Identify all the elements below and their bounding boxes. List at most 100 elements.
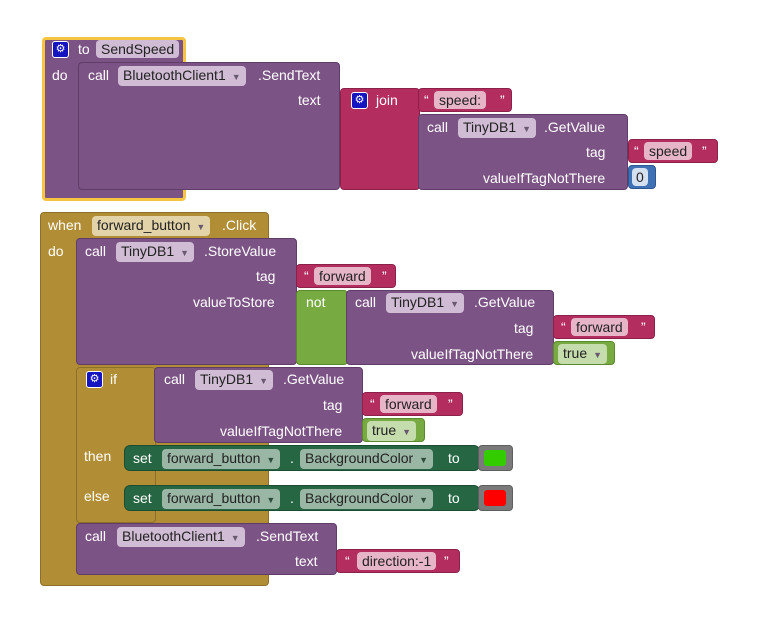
method-label: .SendText	[258, 67, 321, 83]
component-name: BluetoothClient1	[123, 67, 226, 83]
property-name: BackgroundColor	[305, 490, 414, 506]
call-label: call	[85, 243, 107, 259]
if-label: if	[110, 371, 117, 387]
text-field[interactable]: forward	[314, 267, 371, 285]
color-block-red[interactable]	[478, 485, 513, 511]
component-name: TinyDB1	[391, 294, 445, 310]
quote-open: “	[370, 396, 375, 412]
dropdown-arrow-icon: ▼	[450, 299, 460, 309]
text-field[interactable]: forward	[571, 318, 628, 336]
if-gear-icon[interactable]: ⚙	[86, 371, 103, 388]
dropdown-arrow-icon: ▼	[180, 248, 190, 258]
default-label: valueIfTagNotThere	[483, 170, 606, 186]
to-label: to	[448, 490, 460, 506]
value-label: valueToStore	[193, 294, 275, 310]
text-field[interactable]: speed:	[434, 91, 487, 109]
text-label: text	[295, 553, 318, 569]
dot-label: .	[290, 450, 294, 466]
join-gear-icon[interactable]: ⚙	[351, 92, 368, 109]
set-label: set	[133, 450, 152, 466]
component-dropdown[interactable]: forward_button ▼	[92, 216, 211, 236]
mutator-gear-icon[interactable]: ⚙	[52, 41, 69, 58]
green-swatch[interactable]	[484, 450, 506, 466]
component-dropdown[interactable]: BluetoothClient1▼	[118, 66, 246, 86]
quote-close: ”	[382, 268, 387, 284]
call-label: call	[85, 528, 107, 544]
quote-close: ”	[444, 553, 449, 569]
do-label: do	[48, 243, 64, 259]
to-label: to	[78, 41, 90, 57]
boolean-dropdown[interactable]: true ▼	[558, 344, 608, 364]
quote-close: ”	[500, 92, 505, 108]
else-label: else	[84, 488, 110, 504]
method-label: .SendText	[256, 528, 319, 544]
dropdown-arrow-icon: ▼	[402, 427, 412, 437]
text-field[interactable]: speed	[644, 142, 693, 160]
quote-open: “	[634, 143, 639, 159]
text-label: text	[298, 92, 321, 108]
dropdown-arrow-icon: ▼	[196, 222, 206, 232]
do-label: do	[52, 67, 68, 83]
dropdown-arrow-icon: ▼	[522, 124, 532, 134]
property-dropdown[interactable]: BackgroundColor ▼	[300, 489, 434, 509]
when-label: when	[48, 217, 82, 233]
then-label: then	[84, 448, 112, 464]
component-name: forward_button	[97, 217, 191, 233]
quote-open: “	[345, 553, 350, 569]
procedure-name-field[interactable]: SendSpeed	[96, 40, 180, 58]
tag-label: tag	[514, 320, 534, 336]
boolean-value: true	[372, 422, 397, 438]
method-label: .GetValue	[474, 294, 536, 310]
text-field[interactable]: forward	[380, 395, 437, 413]
number-field[interactable]: 0	[632, 168, 648, 186]
component-name: TinyDB1	[121, 243, 175, 259]
red-swatch[interactable]	[484, 490, 506, 506]
call-label: call	[355, 294, 377, 310]
component-name: forward_button	[167, 490, 261, 506]
dropdown-arrow-icon: ▼	[266, 455, 276, 465]
dropdown-arrow-icon: ▼	[266, 495, 276, 505]
color-block-green[interactable]	[478, 445, 513, 471]
quote-open: “	[424, 92, 429, 108]
default-label: valueIfTagNotThere	[411, 346, 534, 362]
tag-label: tag	[586, 144, 606, 160]
quote-close: ”	[448, 396, 453, 412]
call-label: call	[164, 371, 186, 387]
call-storevalue-block[interactable]	[76, 238, 297, 365]
quote-open: “	[304, 268, 309, 284]
component-name: forward_button	[167, 450, 261, 466]
quote-close: ”	[641, 319, 646, 335]
boolean-value: true	[563, 345, 588, 361]
quote-close: ”	[702, 143, 707, 159]
component-name: TinyDB1	[463, 119, 517, 135]
dropdown-arrow-icon: ▼	[419, 495, 429, 505]
join-label: join	[376, 92, 398, 108]
component-dropdown[interactable]: forward_button ▼	[162, 489, 281, 509]
component-name: BluetoothClient1	[122, 528, 225, 544]
component-dropdown[interactable]: TinyDB1 ▼	[116, 242, 195, 262]
text-field[interactable]: direction:-1	[357, 552, 437, 570]
property-name: BackgroundColor	[305, 450, 414, 466]
call-label: call	[427, 119, 449, 135]
dropdown-arrow-icon: ▼	[419, 455, 429, 465]
component-dropdown[interactable]: BluetoothClient1 ▼	[117, 527, 245, 547]
quote-open: “	[561, 319, 566, 335]
component-dropdown[interactable]: TinyDB1 ▼	[386, 293, 465, 313]
default-label: valueIfTagNotThere	[220, 423, 343, 439]
method-label: .StoreValue	[204, 243, 277, 259]
dot-label: .	[290, 490, 294, 506]
method-label: .GetValue	[544, 119, 606, 135]
tag-label: tag	[323, 397, 343, 413]
set-label: set	[133, 490, 152, 506]
boolean-dropdown[interactable]: true ▼	[367, 421, 417, 441]
call-label: call	[88, 67, 110, 83]
dropdown-arrow-icon: ▼	[230, 533, 240, 543]
component-dropdown[interactable]: forward_button ▼	[162, 449, 281, 469]
dropdown-arrow-icon: ▼	[593, 350, 603, 360]
component-dropdown[interactable]: TinyDB1▼	[195, 370, 274, 390]
event-label: .Click	[222, 217, 257, 233]
method-label: .GetValue	[283, 371, 345, 387]
component-dropdown[interactable]: TinyDB1 ▼	[458, 118, 537, 138]
tag-label: tag	[256, 268, 276, 284]
property-dropdown[interactable]: BackgroundColor ▼	[300, 449, 434, 469]
